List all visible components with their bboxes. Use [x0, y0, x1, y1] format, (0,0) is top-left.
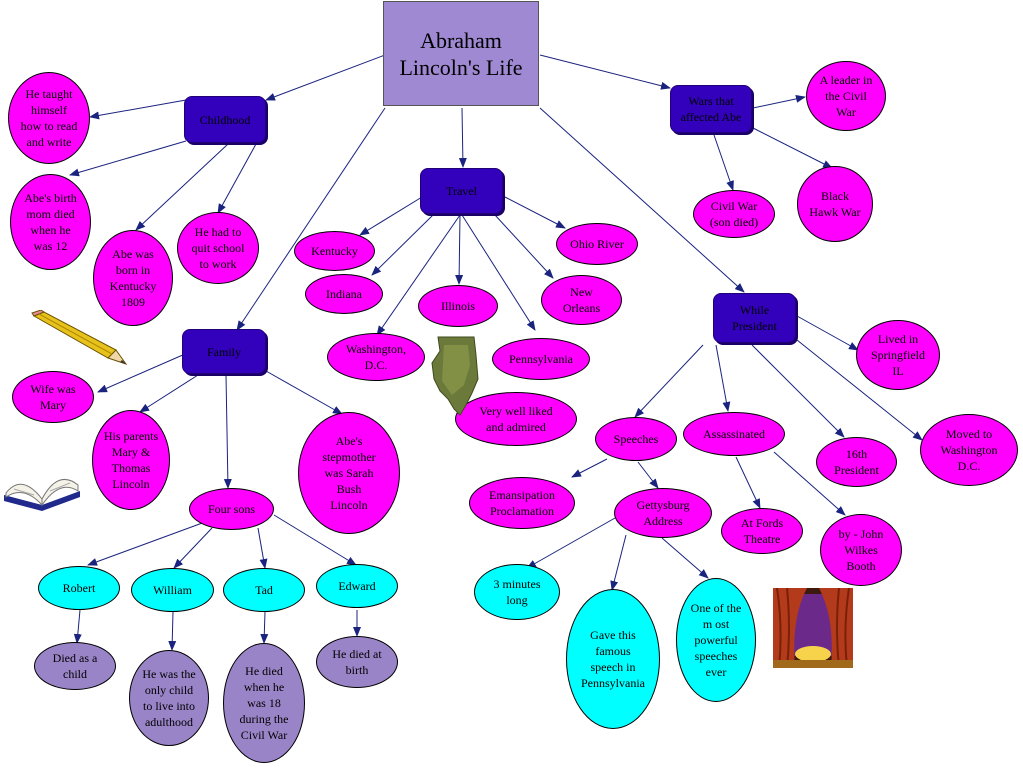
birth-mom-node[interactable]: Abe's birth mom died when he was 12 — [10, 174, 91, 270]
speeches-node[interactable]: Speeches — [595, 417, 677, 461]
taught-himself-node[interactable]: He taught himself how to read and write — [8, 72, 90, 164]
indiana-node[interactable]: Indiana — [305, 274, 383, 314]
son-william-node[interactable]: William — [131, 568, 214, 612]
pencil-icon — [31, 310, 128, 365]
washington-dc-node[interactable]: Washington, D.C. — [327, 333, 425, 381]
powerful-speech-node[interactable]: One of the m ost powerful speeches ever — [676, 578, 756, 702]
fords-theatre-node[interactable]: At Fords Theatre — [721, 508, 803, 554]
black-hawk-war-node[interactable]: Black Hawk War — [797, 166, 873, 242]
new-orleans-node[interactable]: New Orleans — [541, 275, 622, 325]
wife-mary-node[interactable]: Wife was Mary — [12, 371, 94, 423]
illinois-map-icon — [431, 336, 479, 416]
pennsylvania-node[interactable]: Pennsylvania — [492, 338, 590, 380]
son-edward-node[interactable]: Edward — [316, 564, 398, 608]
well-liked-node[interactable]: Very well liked and admired — [455, 392, 577, 446]
civil-war-leader-node[interactable]: A leader in the Civil War — [806, 61, 886, 131]
son-tad-node[interactable]: Tad — [223, 568, 305, 612]
illinois-node[interactable]: Illinois — [418, 285, 498, 327]
john-wilkes-booth-node[interactable]: by - John Wilkes Booth — [820, 514, 902, 586]
wars-box[interactable]: Wars that affected Abe — [670, 85, 752, 133]
sixteenth-president-node[interactable]: 16th President — [816, 437, 897, 487]
famous-speech-node[interactable]: Gave this famous speech in Pennsylvania — [566, 589, 660, 729]
moved-washington-node[interactable]: Moved to Washington D.C. — [920, 414, 1018, 486]
william-detail-node[interactable]: He was the only child to live into adult… — [129, 650, 209, 746]
while-president-box[interactable]: While President — [713, 293, 796, 343]
stepmother-node[interactable]: Abe's stepmother was Sarah Bush Lincoln — [298, 412, 400, 534]
travel-box[interactable]: Travel — [420, 168, 503, 214]
emancipation-node[interactable]: Emansipation Proclamation — [469, 477, 575, 529]
son-robert-node[interactable]: Robert — [38, 566, 120, 610]
three-minutes-node[interactable]: 3 minutes long — [474, 564, 560, 620]
theater-curtain-icon — [773, 588, 853, 668]
family-box[interactable]: Family — [182, 329, 266, 374]
born-kentucky-node[interactable]: Abe was born in Kentucky 1809 — [93, 230, 173, 326]
kentucky-node[interactable]: Kentucky — [294, 231, 375, 271]
quit-school-node[interactable]: He had to quit school to work — [177, 212, 259, 284]
four-sons-node[interactable]: Four sons — [189, 488, 274, 530]
parents-node[interactable]: His parents Mary & Thomas Lincoln — [92, 410, 170, 510]
title-box[interactable]: Abraham Lincoln's Life — [383, 1, 539, 106]
robert-detail-node[interactable]: Died as a child — [34, 642, 116, 690]
book-icon — [4, 478, 80, 511]
civil-war-son-node[interactable]: Civil War (son died) — [693, 190, 775, 238]
edward-detail-node[interactable]: He died at birth — [316, 636, 398, 688]
childhood-box[interactable]: Childhood — [184, 96, 266, 143]
ohio-river-node[interactable]: Ohio River — [556, 223, 638, 265]
gettysburg-node[interactable]: Gettysburg Address — [614, 488, 712, 538]
springfield-node[interactable]: Lived in Springfield IL — [856, 320, 940, 390]
assassinated-node[interactable]: Assassinated — [683, 412, 785, 456]
tad-detail-node[interactable]: He died when he was 18 during the Civil … — [223, 643, 305, 763]
